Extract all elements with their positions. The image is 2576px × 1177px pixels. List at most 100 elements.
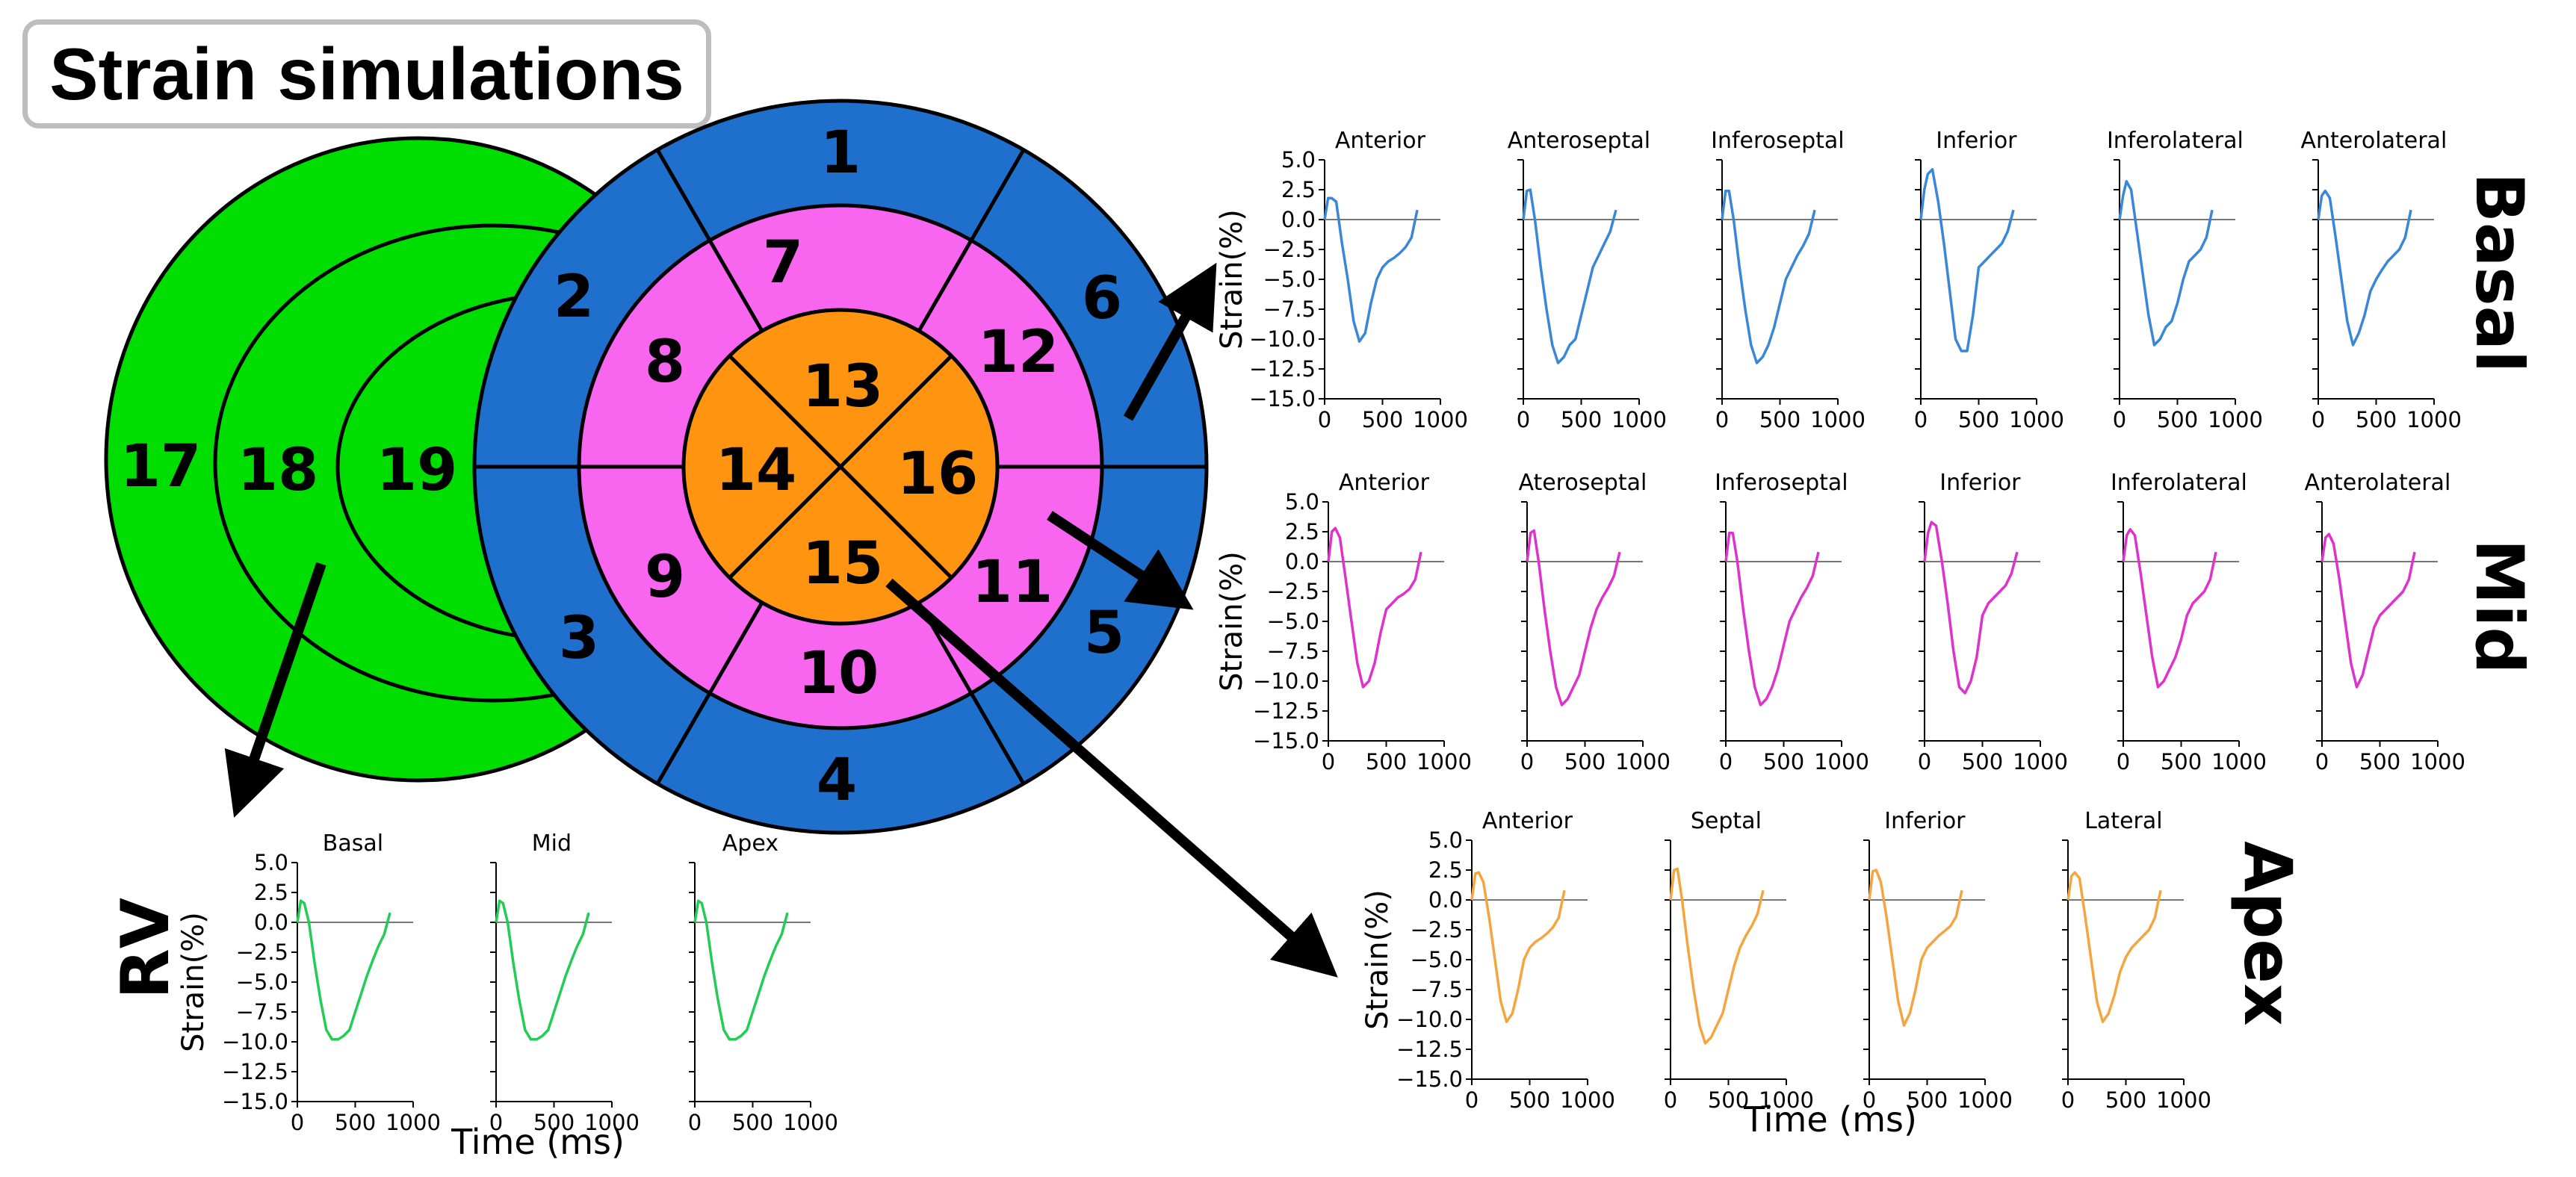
- y-tick-label: −10.0: [1249, 326, 1316, 352]
- chart-title: Anterior: [1482, 808, 1573, 834]
- xlabel-rv: Time (ms): [451, 1122, 625, 1162]
- y-tick-label: −12.5: [1253, 698, 1319, 724]
- y-tick-label: 0.0: [1281, 207, 1316, 232]
- y-tick-label: 5.0: [1285, 489, 1319, 515]
- segment-divider: [917, 239, 973, 332]
- segment-divider: [728, 354, 842, 468]
- strain-curve: [2066, 871, 2162, 1023]
- y-tick-label: −10.0: [1253, 668, 1319, 694]
- y-tick-label: −15.0: [1396, 1066, 1463, 1092]
- segment-label-6: 6: [1082, 265, 1122, 332]
- segment-label-7: 7: [763, 229, 803, 296]
- strain-curve: [2118, 180, 2214, 347]
- segment-divider: [708, 239, 764, 332]
- x-tick-label: 500: [1958, 407, 1999, 432]
- x-tick-label: 1000: [1417, 749, 1472, 774]
- y-tick-label: −7.5: [236, 999, 288, 1025]
- page-title: Strain simulations: [49, 32, 684, 115]
- x-tick-label: 500: [2359, 749, 2400, 774]
- y-tick-label: −2.5: [1263, 237, 1316, 262]
- x-tick-label: 1000: [1814, 749, 1869, 774]
- strain-curve: [1868, 869, 1963, 1027]
- strain-curve: [1327, 527, 1422, 689]
- strain-curve: [1721, 189, 1816, 364]
- x-tick-label: 1000: [783, 1110, 838, 1135]
- strain-curve: [495, 899, 590, 1041]
- x-tick-label: 500: [2105, 1087, 2146, 1113]
- chart-title: Ateroseptal: [1518, 470, 1647, 496]
- segment-label-13: 13: [802, 353, 884, 420]
- x-tick-label: 1000: [1615, 749, 1671, 774]
- x-tick-label: 0: [1664, 1087, 1677, 1113]
- strain-curve: [1669, 867, 1765, 1045]
- x-tick-label: 500: [1366, 749, 1407, 774]
- chart-title: Anterolateral: [2301, 128, 2447, 154]
- ylabel-rv: Strain(%): [176, 912, 211, 1052]
- y-tick-label: −12.5: [1249, 356, 1316, 382]
- chart-title: Inferolateral: [2111, 470, 2247, 496]
- ylabel-basal: Strain(%): [1215, 209, 1249, 350]
- y-tick-label: −2.5: [1267, 579, 1319, 604]
- x-tick-label: 0: [2117, 749, 2130, 774]
- strain-curve: [1724, 531, 1820, 706]
- x-tick-label: 0: [1465, 1087, 1479, 1113]
- x-tick-label: 500: [533, 1110, 575, 1135]
- arrow-apex: [885, 578, 1338, 978]
- y-tick-label: −7.5: [1411, 977, 1463, 1002]
- segment-label-17: 17: [120, 433, 202, 500]
- strain-curve: [1923, 521, 2019, 695]
- y-tick-label: −15.0: [222, 1089, 288, 1114]
- ylabel-mid: Strain(%): [1215, 551, 1249, 692]
- label-mid: Mid: [2461, 539, 2538, 674]
- y-tick-label: −5.0: [1411, 947, 1463, 972]
- x-tick-label: 0: [1517, 407, 1530, 432]
- chart-title: Basal: [323, 830, 383, 857]
- y-tick-label: −10.0: [1396, 1007, 1463, 1032]
- y-tick-label: −2.5: [236, 940, 288, 965]
- y-tick-label: 0.0: [1428, 887, 1463, 913]
- segment-divider: [839, 465, 953, 580]
- y-tick-label: −5.0: [1263, 267, 1316, 292]
- segment-label-18: 18: [238, 437, 319, 504]
- strain-curve: [1526, 529, 1621, 706]
- y-tick-label: −2.5: [1411, 917, 1463, 942]
- x-tick-label: 1000: [1413, 407, 1468, 432]
- strain-curve: [2122, 528, 2217, 689]
- y-tick-label: −5.0: [236, 969, 288, 995]
- y-tick-label: −15.0: [1249, 386, 1316, 412]
- x-tick-label: 1000: [1611, 407, 1667, 432]
- segment-divider: [969, 149, 1026, 242]
- x-tick-label: 1000: [2208, 407, 2263, 432]
- segment-divider: [708, 601, 764, 695]
- x-tick-label: 500: [1362, 407, 1403, 432]
- segment-divider: [839, 354, 953, 468]
- x-tick-label: 1000: [1759, 1087, 1814, 1113]
- chart-title: Lateral: [2084, 808, 2162, 834]
- y-tick-label: 5.0: [254, 850, 288, 875]
- segment-divider: [655, 149, 712, 242]
- y-tick-label: 2.5: [1285, 519, 1319, 544]
- x-tick-label: 0: [1719, 749, 1733, 774]
- chart-title: Anterior: [1335, 128, 1426, 154]
- x-tick-label: 500: [1763, 749, 1804, 774]
- x-tick-label: 500: [335, 1110, 376, 1135]
- x-tick-label: 0: [1715, 407, 1729, 432]
- strain-curve: [1470, 871, 1566, 1023]
